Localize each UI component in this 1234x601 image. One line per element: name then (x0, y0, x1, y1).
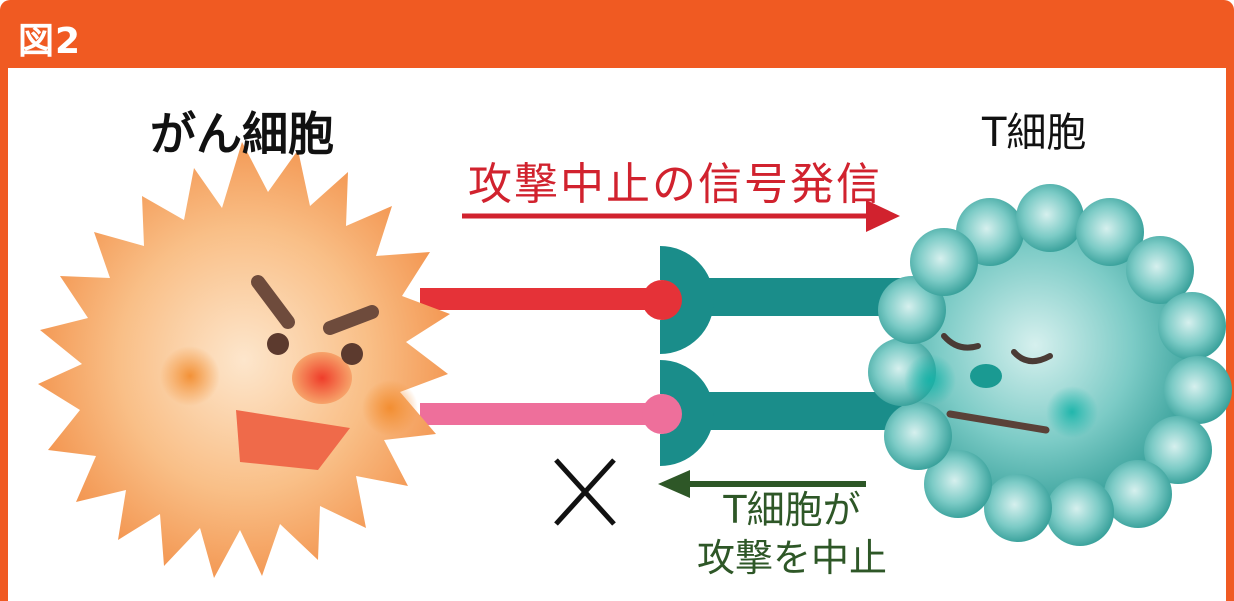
t-cell-stop-line1: T細胞が (723, 488, 861, 532)
t-cell-stop-line2: 攻撃を中止 (696, 536, 887, 580)
ligand-red (420, 280, 682, 320)
cross-mark-icon (554, 458, 616, 526)
signal-label: 攻撃中止の信号発信 (468, 159, 882, 210)
cancer-cell-label: がん細胞 (150, 107, 334, 161)
t-cell-stop-label: T細胞が 攻撃を中止 (692, 486, 892, 582)
arrow-left-icon (658, 470, 866, 498)
t-cell-label: T細胞 (982, 110, 1087, 156)
frame-border-right (1226, 60, 1234, 601)
figure-title: 図2 (18, 21, 82, 62)
frame-border-left (0, 60, 8, 601)
figure-header: 図2 (0, 0, 1234, 68)
t-cell-icon (868, 184, 1232, 546)
cancer-cell-icon (38, 142, 450, 578)
arrow-right-icon (462, 200, 900, 232)
ligand-pink (420, 394, 682, 434)
